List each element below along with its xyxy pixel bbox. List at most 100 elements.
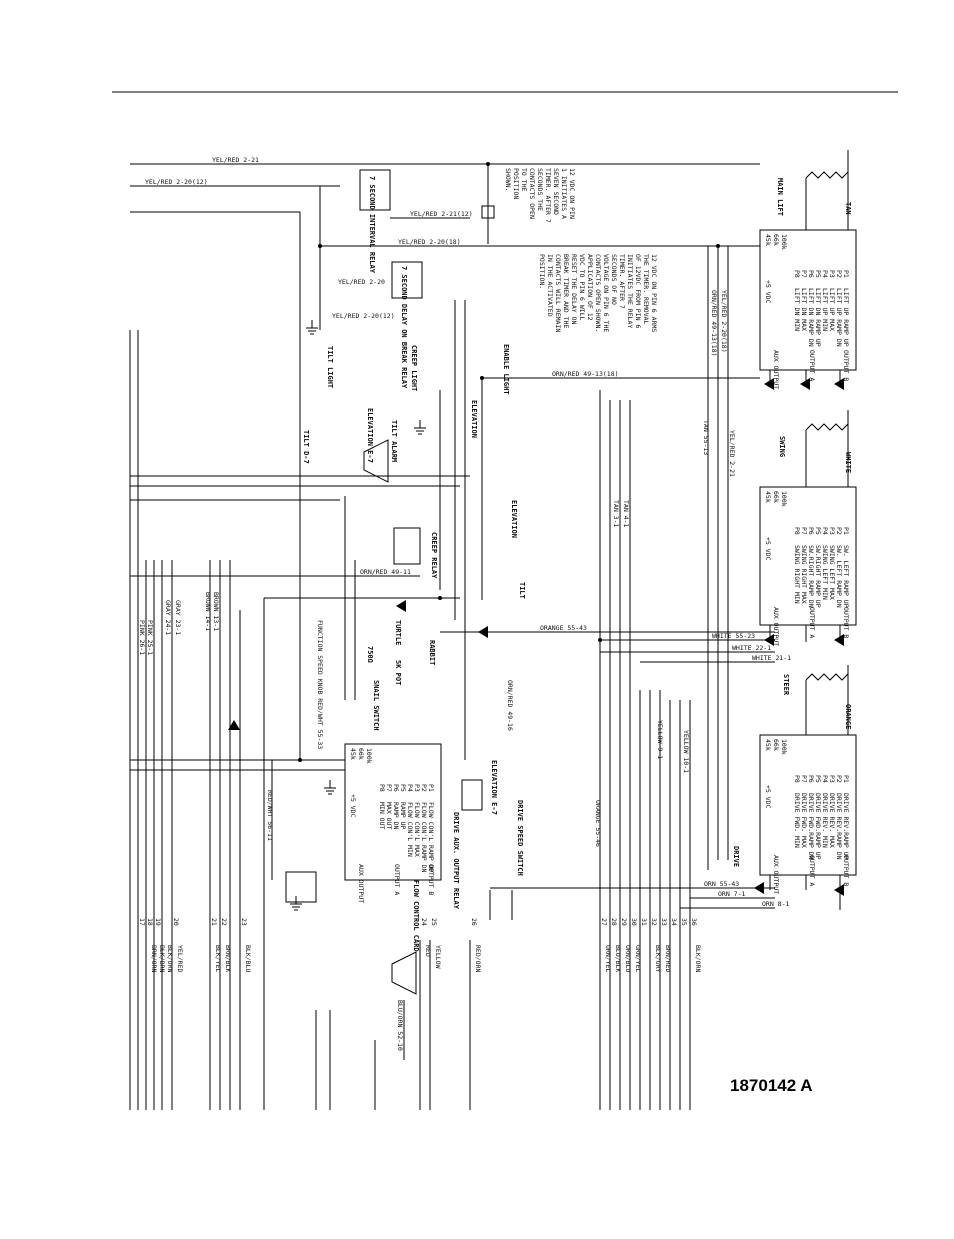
card-output-b: OUTPUT B — [842, 350, 850, 381]
card-function-label: FLOW CON'L RAMP DN — [420, 802, 428, 873]
card-pin-label: P5 — [814, 527, 822, 535]
card-vdc: +5 VDC — [349, 794, 357, 818]
card-function-label: SW.RIGHT RAMP DN — [807, 545, 815, 608]
bottom-wire-label: BLK/ORN — [166, 945, 174, 972]
wire-label-tan-3-1: TAN 3-1 — [612, 500, 620, 527]
note-line: CONTACTS OPEN SHOWN. — [594, 254, 602, 332]
white-label: WHITE — [844, 452, 852, 473]
card-pin-label: P7 — [800, 270, 808, 278]
card-function-label: MIN OUT — [378, 802, 386, 829]
note-line: IN THE ACTIVATED — [546, 254, 554, 317]
card-pin-label: P6 — [807, 775, 815, 783]
card-function-label: SWING RIGHT MIN — [793, 545, 801, 604]
note-line: 12 VDC ON PIN — [568, 168, 576, 219]
card-function-label: LIFT DN MIN — [793, 288, 801, 331]
card-100k: 100k — [365, 748, 373, 764]
steer-label: STEER — [782, 674, 790, 696]
wire-label-yel-red-2-20-12b: YEL/RED 2-20(12) — [332, 312, 395, 320]
card-output-a: OUTPUT A — [808, 350, 816, 381]
card-vdc: +5 VDC — [764, 785, 772, 809]
card-function-label: LIFT DN RAMP UP — [814, 288, 822, 347]
wire-label-orn-red-49-13v: ORN/RED 49-13(18) — [710, 290, 718, 357]
diode-mid-2 — [478, 626, 488, 638]
tilt-light-label: TILT LIGHT — [326, 346, 334, 388]
pin-number: 36 — [690, 918, 698, 926]
wire-label-brown-13-1: BROWN 13-1 — [212, 592, 220, 631]
pin-number: 18 — [146, 918, 154, 926]
note-line: SECONDS OF NO — [610, 254, 618, 305]
wire-label-orn-red-49-13: ORN/RED 49-13(18) — [552, 370, 619, 378]
flow-control-card — [344, 743, 442, 881]
swing-pot — [805, 423, 849, 431]
wire-label-gray-24-1: GRAY 24-1 — [164, 600, 172, 635]
swing-card — [759, 486, 857, 626]
drive-speed-switch-label: DRIVE SPEED SWITCH — [516, 800, 524, 876]
card-pin-label: P7 — [800, 775, 808, 783]
card-function-label: DRIVE FWD.RAMP UP — [814, 793, 822, 860]
creep-light-label: CREEP LIGHT — [410, 345, 418, 391]
creep-relay-label: CREEP RELAY — [430, 532, 438, 579]
enable-light-label: ENABLE LIGHT — [502, 344, 510, 395]
card-aux-output: AUX OUTPUT — [357, 864, 365, 903]
bottom-wire-label: BLK/GRY — [654, 945, 662, 972]
card-function-label: LIFT DN MAX — [800, 288, 808, 331]
diode-lift-1 — [764, 378, 774, 390]
creep-relay-box — [393, 527, 421, 565]
pin-number: 31 — [640, 918, 648, 926]
diode-lift-2 — [800, 378, 810, 390]
pin-number: 21 — [210, 918, 218, 926]
card-pin-label: P2 — [420, 784, 428, 792]
bottom-wire-label: BLU/BLK — [614, 945, 622, 972]
wire-label-white-55-23: WHITE 55-23 — [712, 632, 755, 640]
card-pin-label: P3 — [413, 784, 421, 792]
elevation-label-2: ELEVATION — [510, 500, 518, 538]
card-function-label: RAMP UP — [399, 802, 407, 829]
note-line: RESET THE DELAY ON — [570, 254, 578, 325]
card-pin-label: P3 — [828, 527, 836, 535]
bottom-wire-label: ORN/YEL — [604, 945, 612, 972]
bottom-wire-label: RED/ORN — [474, 945, 482, 972]
card-pin-label: P1 — [842, 527, 850, 535]
note-line: SEVEN SECOND — [552, 168, 560, 215]
pin-number: 28 — [610, 918, 618, 926]
card-function-label: LIFT UP MAX — [828, 288, 836, 331]
note-line: TO THE — [520, 168, 528, 192]
card-pin-label: P6 — [807, 527, 815, 535]
bottom-wire-label: BRN/BLK — [224, 945, 232, 972]
wire-label-yel-red-2-20-18v: YEL/RED 2-20(18) — [720, 290, 728, 353]
flow-control-card-label: FLOW CONTROL CARD — [412, 880, 420, 952]
card-pin-label: P8 — [793, 270, 801, 278]
wire-label-orn-red-49-16: ORN/RED 49-16 — [506, 680, 514, 731]
note-line: POSITION — [512, 168, 520, 199]
pin-number: 19 — [154, 918, 162, 926]
card-45k: 45k — [764, 739, 772, 751]
card-output-a: OUTPUT A — [808, 855, 816, 886]
diode-left — [228, 720, 240, 730]
turtle-label: TURTLE — [394, 620, 402, 645]
tan-label: TAN — [844, 202, 852, 215]
card-pin-label: P2 — [835, 527, 843, 535]
lift-card — [759, 229, 857, 371]
bottom-wire-label: BLK/BLU — [244, 945, 252, 972]
bottom-wire-label: ORN/BLU — [624, 945, 632, 972]
bottom-wire-label: BLK/BRN — [158, 945, 166, 972]
wire-label-red-wht-56-11: RED/WHT 56-11 — [266, 790, 274, 841]
pin-number: 17 — [138, 918, 146, 926]
note-line: BREAK TIMER AND THE — [562, 254, 570, 328]
card-function-label: DRIVE REV. MIN — [821, 793, 829, 848]
relay-7sec-break-box — [391, 261, 423, 299]
elevation-e7-label-2: ELEVATION E-7 — [490, 760, 498, 815]
pin-number: 23 — [240, 918, 248, 926]
wire-label-blu-orn-52-10: BLU/ORN 52-10 — [396, 1000, 404, 1051]
diode-lift-3 — [834, 378, 844, 390]
pin-number: 27 — [600, 918, 608, 926]
card-pin-label: P2 — [835, 775, 843, 783]
bottom-wire-label: YELLOW — [434, 945, 442, 969]
note-line: 12 VDC ON PIN 6 ARMS — [650, 254, 658, 332]
pin-number: 20 — [172, 918, 180, 926]
horn-bottom — [391, 951, 417, 995]
